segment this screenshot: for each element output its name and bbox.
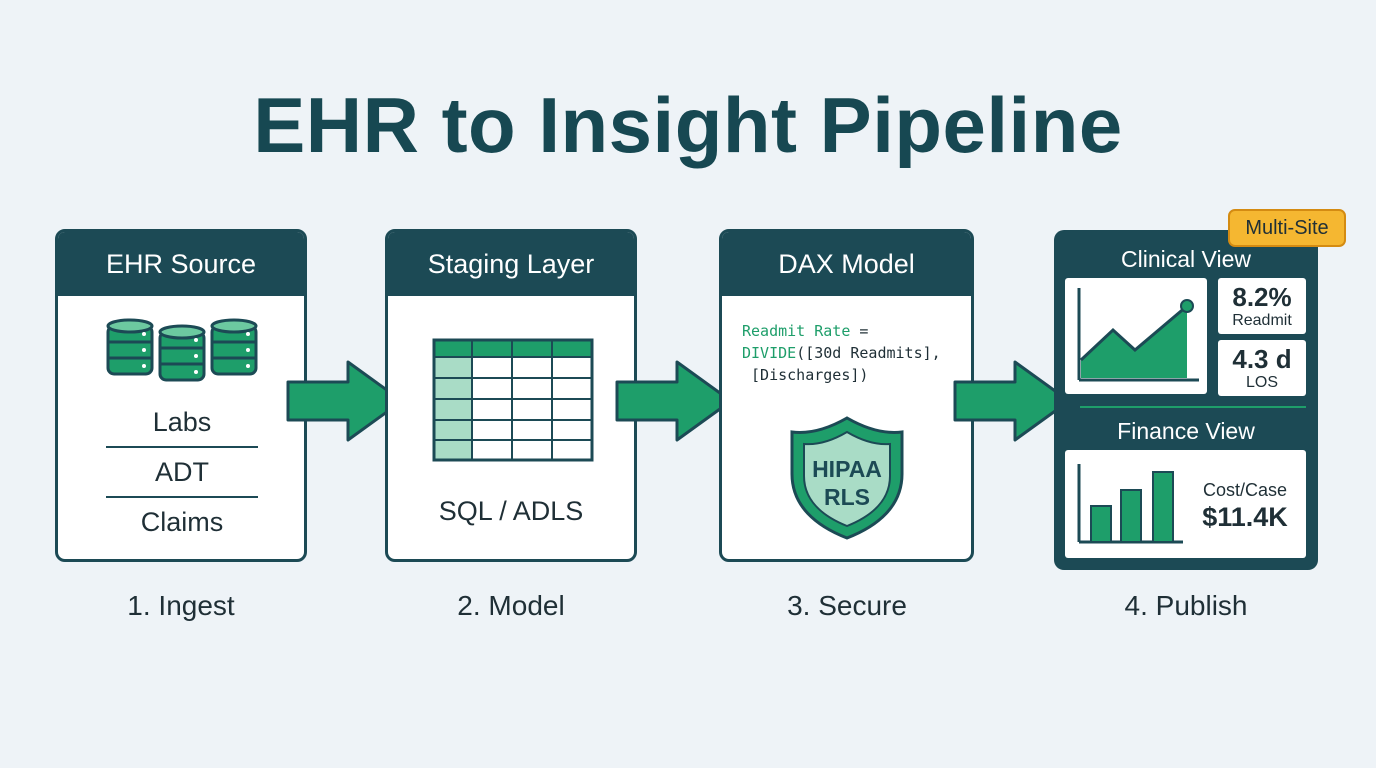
dax-code-snippet: Readmit Rate = DIVIDE([30d Readmits], [D…: [742, 320, 941, 386]
table-grid-icon: [432, 338, 594, 462]
dax-model-card: DAX Model Readmit Rate = DIVIDE([30d Rea…: [719, 229, 974, 562]
kpi-value: 4.3 d: [1232, 344, 1292, 374]
area-chart-icon: [1077, 288, 1199, 382]
code-equals: =: [850, 322, 869, 340]
kpi-card-los: 4.3 d LOS: [1218, 340, 1306, 396]
code-function: DIVIDE: [742, 344, 797, 362]
section-divider: [1080, 406, 1306, 408]
kpi-label: Readmit: [1232, 312, 1292, 329]
step-label-ingest: 1. Ingest: [127, 590, 235, 621]
clinical-chart-panel: [1065, 278, 1207, 394]
clinical-view-heading: Clinical View: [1121, 246, 1251, 272]
publish-dashboard: Clinical View 8.2% Readmit 4.3 d LOS Fin…: [1054, 230, 1318, 570]
arrow-right-icon: [615, 360, 733, 442]
page-title: EHR to Insight Pipeline: [253, 81, 1123, 169]
kpi-card-readmit: 8.2% Readmit: [1218, 278, 1306, 334]
step-label-model: 2. Model: [457, 590, 565, 621]
list-item-adt: ADT: [155, 457, 209, 487]
ehr-source-list: Labs ADT Claims: [106, 398, 258, 546]
finance-kpi-label: Cost/Case: [1202, 480, 1288, 500]
step-label-secure: 3. Secure: [787, 590, 907, 621]
shield-text-hipaa: HIPAA: [812, 456, 882, 482]
arrow-right-icon: [286, 360, 404, 442]
staging-layer-header: Staging Layer: [388, 232, 634, 296]
database-icon: [106, 318, 258, 382]
code-args: ([30d Readmits],: [796, 344, 941, 362]
list-item-labs: Labs: [152, 407, 212, 437]
bar-chart-icon: [1077, 464, 1183, 544]
code-args-cont: [Discharges]): [742, 366, 869, 384]
kpi-value: 8.2%: [1232, 282, 1292, 312]
arrow-right-icon: [953, 360, 1071, 442]
code-measure-name: Readmit Rate: [742, 322, 851, 340]
list-item-claims: Claims: [140, 507, 224, 537]
staging-layer-card: Staging Layer SQL / ADLS: [385, 229, 637, 562]
ehr-source-header: EHR Source: [58, 232, 304, 296]
divider: [106, 496, 258, 498]
dax-model-header: DAX Model: [722, 232, 971, 296]
kpi-label: LOS: [1245, 374, 1278, 391]
step-label-publish: 4. Publish: [1124, 590, 1248, 621]
shield-text-rls: RLS: [824, 484, 870, 510]
shield-icon: [790, 416, 904, 540]
finance-kpi-value: $11.4K: [1202, 502, 1288, 532]
finance-view-heading: Finance View: [1117, 418, 1255, 444]
multi-site-badge: Multi-Site: [1228, 209, 1346, 247]
staging-caption: SQL / ADLS: [438, 496, 584, 526]
divider: [106, 446, 258, 448]
ehr-source-card: EHR Source Labs AD: [55, 229, 307, 562]
finance-panel: Cost/Case $11.4K: [1065, 450, 1306, 558]
